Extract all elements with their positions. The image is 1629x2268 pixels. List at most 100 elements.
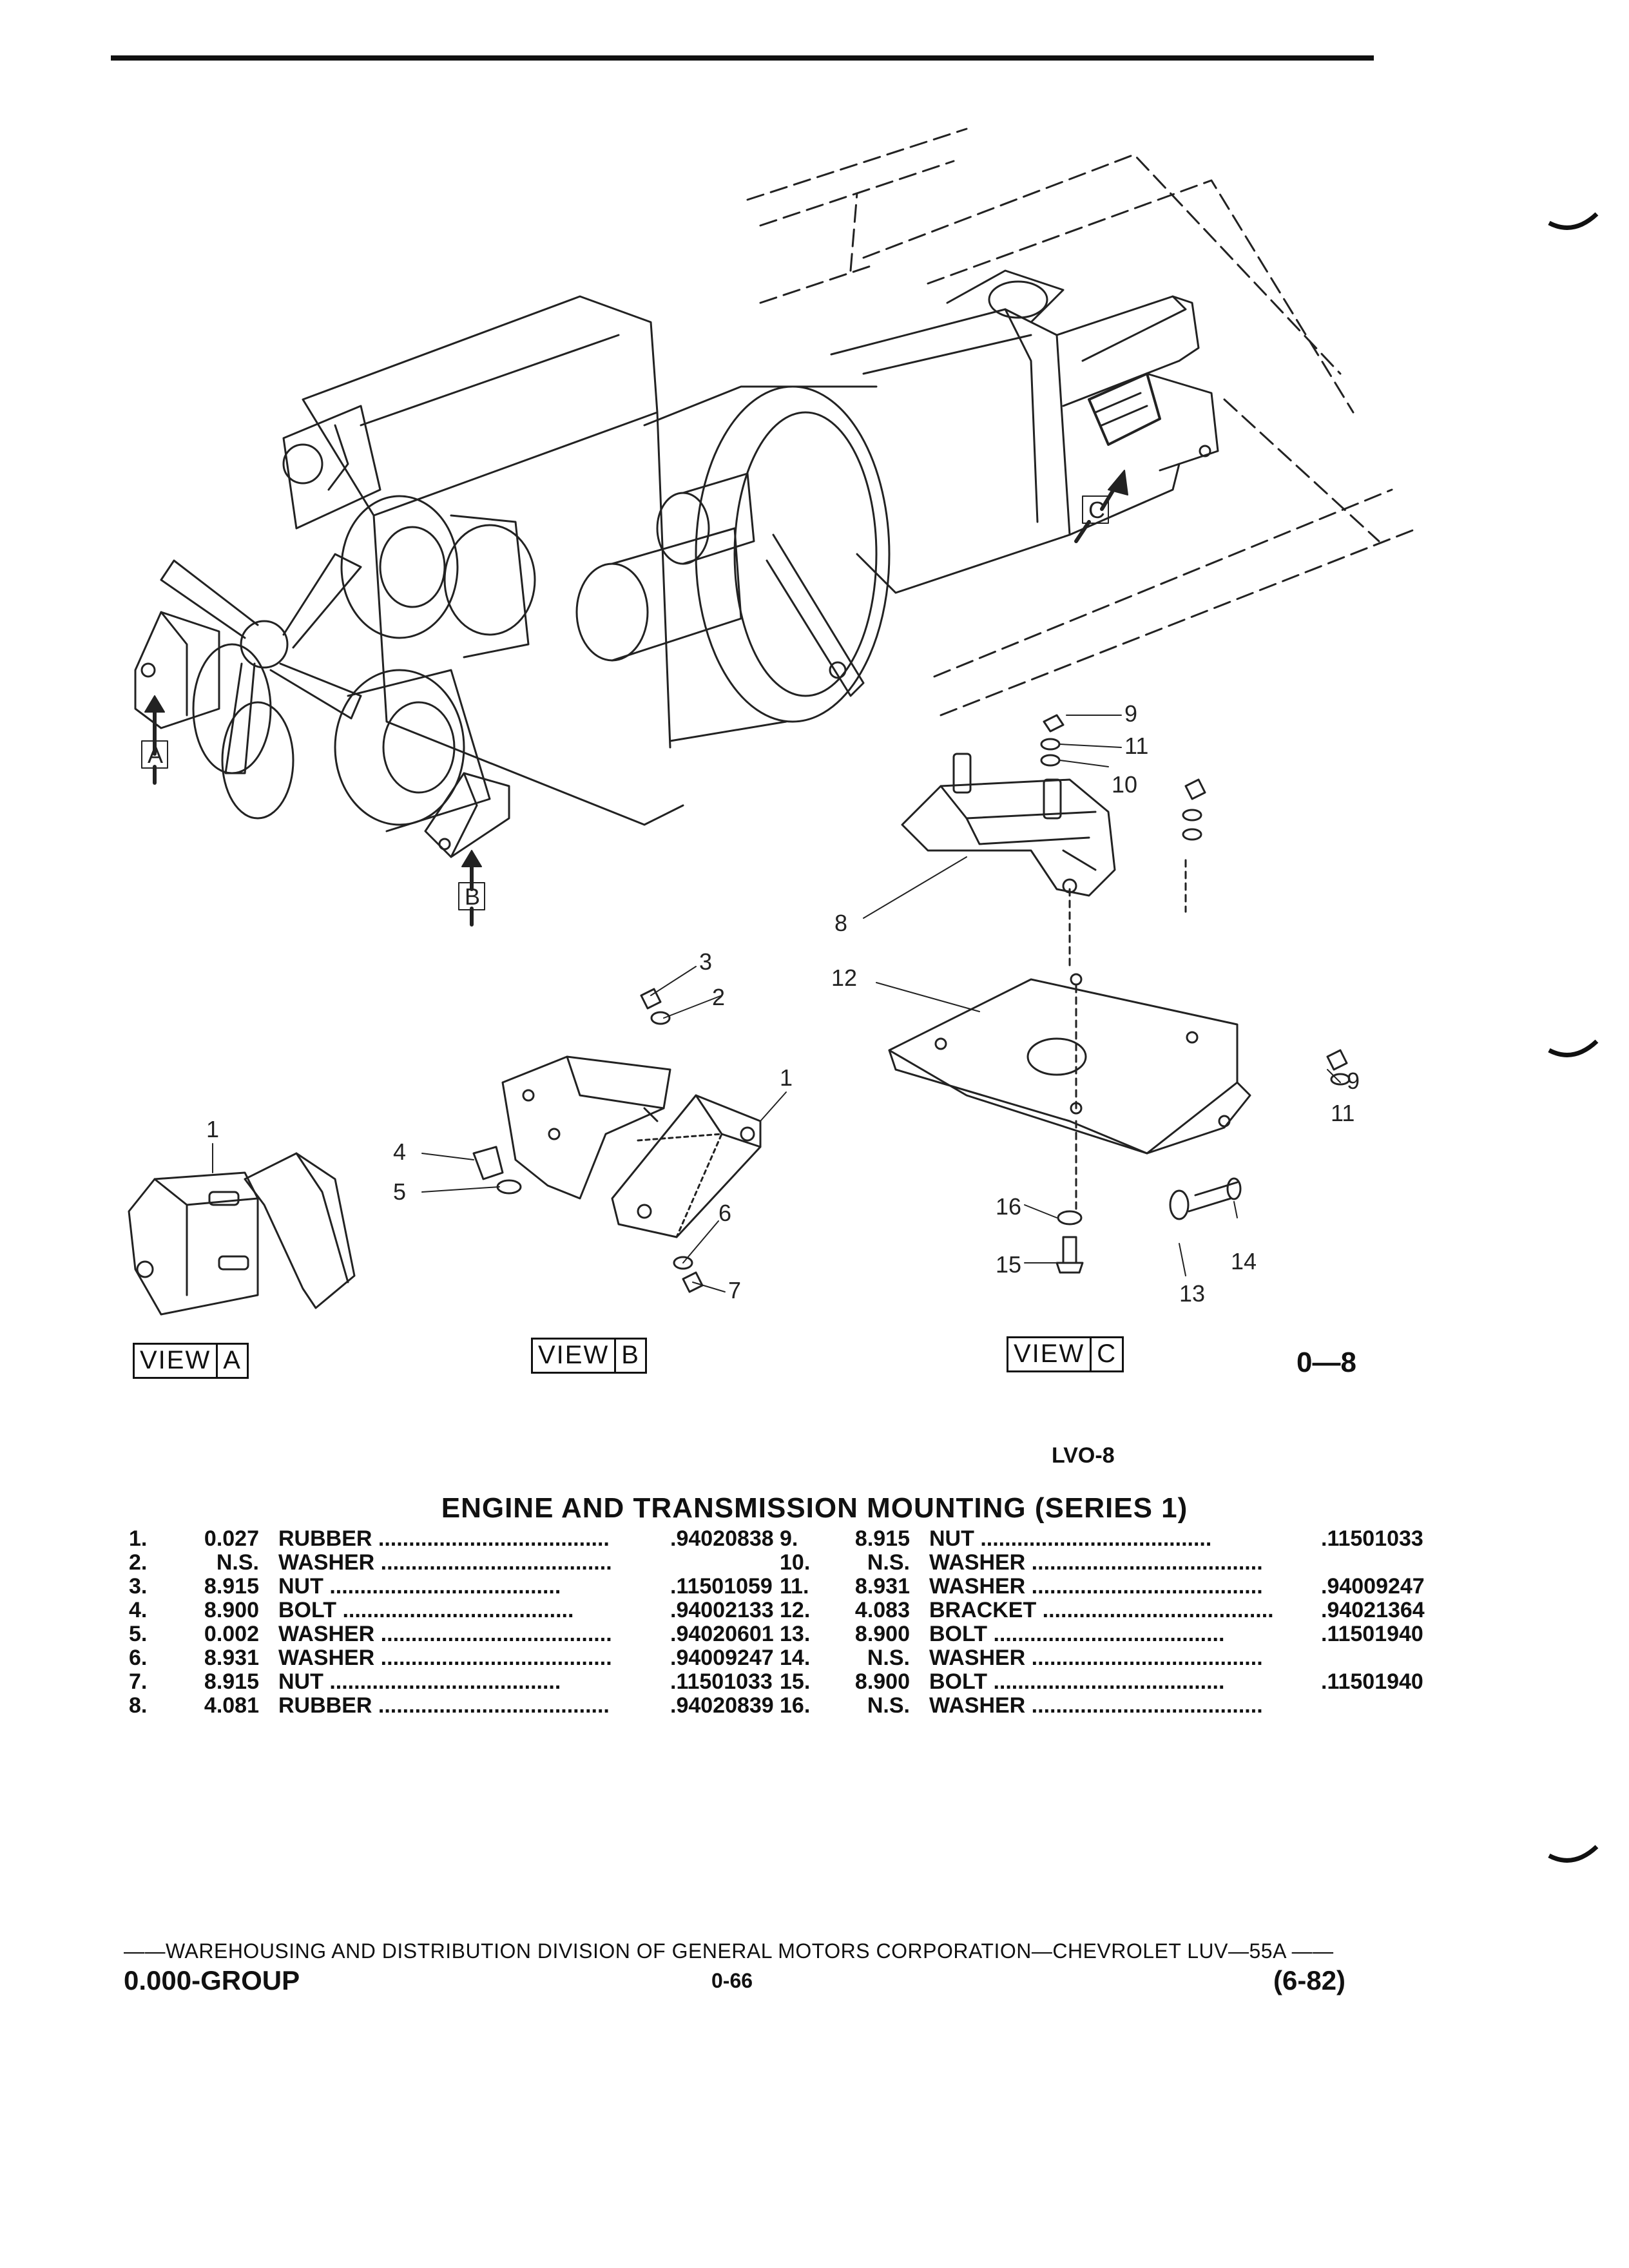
rear-transmission-mount: [1088, 372, 1219, 472]
item-index: 6.: [129, 1646, 148, 1670]
mounting-illustration: A B C: [128, 128, 1419, 1316]
view-a-detail: [128, 1152, 356, 1316]
item-code: 8.931: [854, 1574, 910, 1599]
arrow-label: A: [148, 742, 163, 768]
item-code: 8.931: [204, 1646, 259, 1670]
item-part-number: .11501033: [670, 1669, 773, 1694]
callout: 13: [1179, 1280, 1205, 1307]
item-index: 13.: [780, 1622, 811, 1646]
view-prefix: VIEW: [538, 1341, 610, 1369]
item-code: N.S.: [216, 1550, 259, 1575]
catalog-title: ENGINE AND TRANSMISSION MOUNTING (SERIES…: [441, 1492, 1188, 1524]
item-part-number: .94020601: [670, 1622, 774, 1646]
binding-mark-icon: [1548, 1039, 1599, 1057]
item-description: BRACKET ................................…: [929, 1599, 1274, 1622]
item-code: 8.900: [204, 1598, 259, 1622]
item-index: 14.: [780, 1646, 811, 1670]
item-part-number: [1321, 1646, 1463, 1670]
starter-motor: [575, 472, 755, 662]
view-b-detail: [472, 988, 762, 1293]
side-engine-mount: [424, 772, 510, 858]
item-part-number: .94020839: [670, 1693, 774, 1718]
item-code: 4.081: [204, 1693, 259, 1718]
item-index: 9.: [780, 1526, 798, 1551]
item-description: NUT ....................................…: [278, 1575, 561, 1599]
item-index: 16.: [780, 1693, 811, 1718]
engine-block: [282, 295, 684, 826]
callout: 6: [718, 1200, 731, 1226]
item-code: 8.915: [854, 1526, 910, 1551]
callout: 7: [728, 1277, 741, 1303]
item-description: BOLT ...................................…: [929, 1622, 1225, 1646]
item-part-number: .11501033: [1321, 1526, 1423, 1551]
item-index: 7.: [129, 1669, 148, 1694]
callout: 1: [780, 1064, 793, 1091]
item-description: WASHER .................................…: [929, 1646, 1263, 1670]
binding-mark-icon: [1548, 212, 1599, 230]
footer-date: (6-82): [1273, 1965, 1346, 1995]
item-description: WASHER .................................…: [929, 1694, 1263, 1718]
item-part-number: .11501059: [670, 1574, 773, 1599]
callout: 2: [712, 984, 725, 1010]
item-code: N.S.: [867, 1693, 910, 1718]
parts-row: 11. 8.931 WASHER .........................…: [780, 1575, 1463, 1599]
item-description: BOLT ...................................…: [929, 1670, 1225, 1694]
item-code: 0.002: [204, 1622, 259, 1646]
callout-numbers: 1 1 2 3 4 5 6 7 8 9 9 10 11 11 12 13 14 …: [206, 700, 1360, 1307]
item-description: NUT ....................................…: [929, 1527, 1212, 1551]
callout: 14: [1231, 1248, 1257, 1274]
item-index: 8.: [129, 1693, 148, 1718]
item-description: WASHER .................................…: [929, 1551, 1263, 1575]
figure-number: 0—8: [1296, 1347, 1356, 1378]
item-code: N.S.: [867, 1550, 910, 1575]
binding-mark-icon: [1548, 1845, 1599, 1863]
item-index: 12.: [780, 1598, 811, 1622]
view-a-label: VIEW A: [133, 1343, 249, 1379]
item-part-number: .94002133: [670, 1598, 774, 1622]
item-description: RUBBER .................................…: [278, 1527, 610, 1551]
item-code: 0.027: [204, 1526, 259, 1551]
item-index: 11.: [780, 1574, 809, 1599]
view-prefix: VIEW: [1014, 1340, 1085, 1368]
top-rule: [111, 55, 1374, 61]
callout: 5: [393, 1178, 406, 1205]
item-part-number: [1321, 1551, 1463, 1575]
callout: 8: [834, 910, 847, 936]
parts-row: 9. 8.915 NUT .............................…: [780, 1527, 1463, 1551]
leader-lines: [212, 715, 1341, 1293]
item-part-number: .11501940: [1321, 1622, 1423, 1646]
item-description: NUT ....................................…: [278, 1670, 561, 1694]
front-engine-mount: [134, 611, 220, 729]
parts-row: 1. 0.027 RUBBER ..........................…: [129, 1527, 812, 1551]
item-description: WASHER .................................…: [929, 1575, 1263, 1599]
callout: 3: [699, 948, 712, 975]
item-index: 1.: [129, 1526, 148, 1551]
item-part-number: .94009247: [1321, 1574, 1425, 1599]
arrow-label: B: [465, 883, 480, 910]
view-c-detail: [888, 714, 1351, 1274]
item-part-number: [1321, 1694, 1463, 1718]
item-code: 8.900: [854, 1622, 910, 1646]
callout: 9: [1347, 1068, 1360, 1094]
parts-list-left: 1. 0.027 RUBBER ..........................…: [129, 1527, 812, 1718]
item-index: 5.: [129, 1622, 148, 1646]
view-prefix: VIEW: [140, 1346, 211, 1374]
callout: 15: [996, 1251, 1021, 1278]
footer-group: 0.000-GROUP: [124, 1965, 300, 1995]
chassis-frame: [746, 128, 1419, 716]
bell-housing: [643, 385, 891, 742]
item-index: 4.: [129, 1598, 148, 1622]
callout: 12: [831, 965, 857, 991]
parts-row: 16. N.S. WASHER ..........................…: [780, 1694, 1463, 1718]
view-arrow-b: B: [458, 850, 485, 927]
transmission: [830, 269, 1200, 594]
item-index: 15.: [780, 1669, 811, 1694]
item-code: 8.915: [204, 1574, 259, 1599]
